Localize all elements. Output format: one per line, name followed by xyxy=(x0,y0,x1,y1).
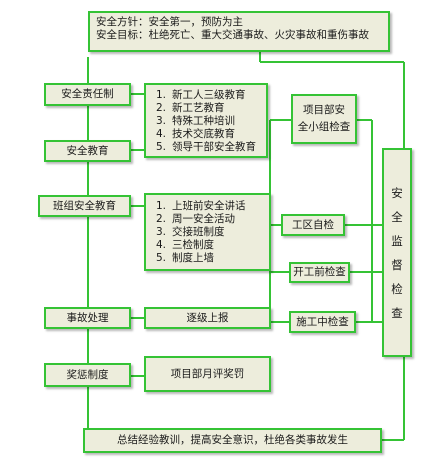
list-item: 5.制度上墙 xyxy=(156,252,214,264)
responsibility-box: 安全责任制 xyxy=(44,83,131,106)
project-group-line2: 全小组检查 xyxy=(297,121,351,133)
area-self-check-label: 工区自检 xyxy=(292,218,334,231)
monthly-review-label: 项目部月评奖罚 xyxy=(170,367,245,380)
escalate-box: 逐级上报 xyxy=(144,307,271,329)
monthly-review-box: 项目部月评奖罚 xyxy=(144,356,271,392)
area-self-check-box: 工区自检 xyxy=(281,214,345,236)
project-group-check-box: 项目部安 全小组检查 xyxy=(291,94,357,144)
escalate-label: 逐级上报 xyxy=(186,311,229,324)
list-item: 3.特殊工种培训 xyxy=(156,115,235,127)
reward-box: 奖惩制度 xyxy=(44,363,131,387)
supervision-char: 检 xyxy=(391,281,403,296)
during-construction-check-label: 施工中检查 xyxy=(296,315,349,328)
education-box: 安全教育 xyxy=(44,140,131,162)
supervision-char: 监 xyxy=(391,233,403,248)
education-label: 安全教育 xyxy=(66,144,109,157)
safety-supervision-box: 安 全 监 督 检 查 xyxy=(382,148,412,357)
supervision-char: 安 xyxy=(391,185,403,200)
safety-policy-header: 安全方针：安全第一，预防为主 安全目标：杜绝死亡、重大交通事故、火灾事故和重伤事… xyxy=(88,11,390,52)
list-item: 2.新工艺教育 xyxy=(156,102,225,114)
pre-start-check-label: 开工前检查 xyxy=(293,266,346,278)
safety-policy-line: 安全方针：安全第一，预防为主 xyxy=(96,16,243,28)
team-list: 1.上班前安全讲话 2.周一安全活动 3.交接班制度 4.三检制度 5.制度上墙 xyxy=(146,200,269,265)
education-list-box: 1.新工人三级教育 2.新工艺教育 3.特殊工种培训 4.技术交底教育 5.领导… xyxy=(144,83,268,158)
list-item: 5.领导干部安全教育 xyxy=(156,141,256,153)
summary-footer-box: 总结经验教训，提高安全意识，杜绝各类事故发生 xyxy=(83,428,382,453)
list-item: 4.技术交底教育 xyxy=(156,128,235,140)
reward-label: 奖惩制度 xyxy=(66,368,109,381)
team-list-box: 1.上班前安全讲话 2.周一安全活动 3.交接班制度 4.三检制度 5.制度上墙 xyxy=(144,193,271,271)
list-item: 4.三检制度 xyxy=(156,239,214,251)
during-construction-check-box: 施工中检查 xyxy=(289,311,356,333)
pre-start-check-box: 开工前检查 xyxy=(289,262,350,283)
supervision-char: 全 xyxy=(391,209,403,224)
supervision-char: 督 xyxy=(391,257,403,272)
accident-label: 事故处理 xyxy=(66,311,109,324)
list-item: 1.上班前安全讲话 xyxy=(156,200,246,212)
summary-footer-label: 总结经验教训，提高安全意识，杜绝各类事故发生 xyxy=(117,434,348,446)
team-education-label: 班组安全教育 xyxy=(53,199,116,212)
list-item: 1.新工人三级教育 xyxy=(156,89,246,101)
responsibility-label: 安全责任制 xyxy=(61,88,114,100)
supervision-char: 查 xyxy=(391,305,403,320)
safety-goal-line: 安全目标：杜绝死亡、重大交通事故、火灾事故和重伤事故 xyxy=(96,29,369,41)
list-item: 3.交接班制度 xyxy=(156,226,225,238)
education-list: 1.新工人三级教育 2.新工艺教育 3.特殊工种培训 4.技术交底教育 5.领导… xyxy=(146,89,266,154)
accident-box: 事故处理 xyxy=(44,307,131,329)
team-education-box: 班组安全教育 xyxy=(38,195,131,217)
list-item: 2.周一安全活动 xyxy=(156,213,235,225)
project-group-line1: 项目部安 xyxy=(303,104,345,116)
